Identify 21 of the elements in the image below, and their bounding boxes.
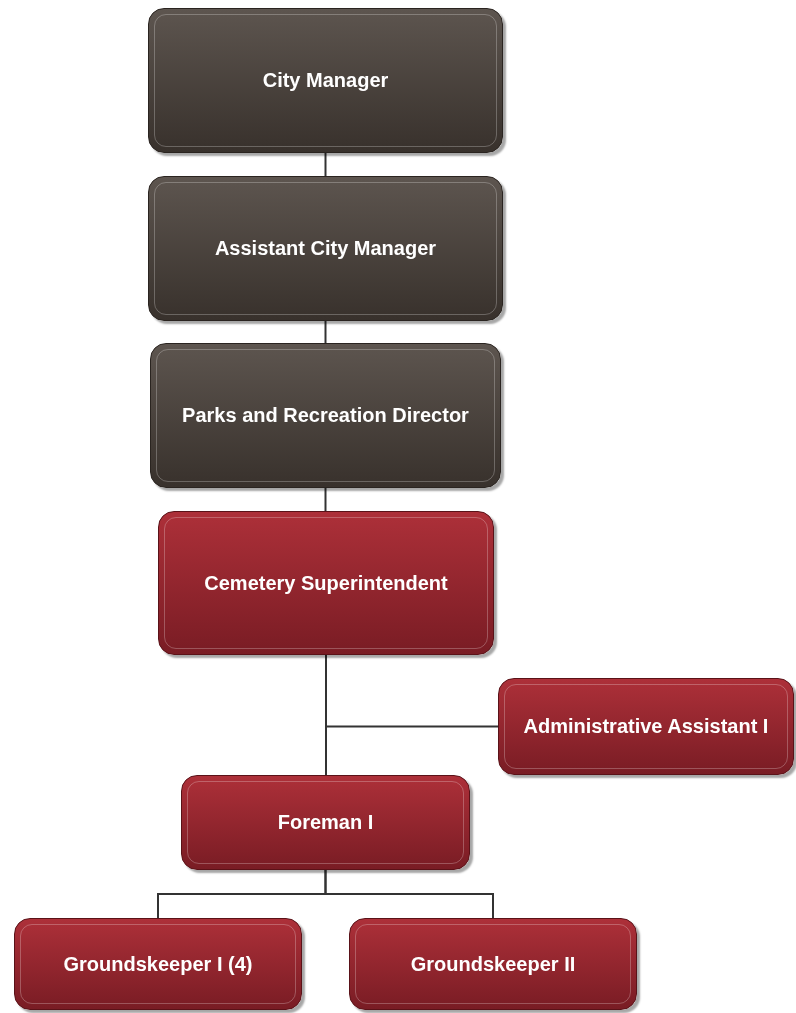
connector-line <box>324 152 327 177</box>
position-title: Foreman I <box>277 810 374 835</box>
org-chart-box <box>498 678 794 775</box>
position-title: City Manager <box>262 68 389 93</box>
position-title: Groundskeeper II <box>410 951 576 977</box>
position-title: Administrative Assistant I <box>523 714 769 739</box>
position-title: Cemetery Superintendent <box>204 570 448 596</box>
connector-line <box>324 487 327 512</box>
position-title: Groundskeeper I (4) <box>63 951 253 977</box>
org-chart-box <box>148 176 503 321</box>
connector-line <box>324 320 327 344</box>
org-chart-box <box>150 343 501 488</box>
connector-line <box>325 654 327 776</box>
org-chart-box <box>14 918 302 1010</box>
position-title: Parks and Recreation Director <box>182 403 469 428</box>
position-title: Assistant City Manager <box>214 236 437 261</box>
org-chart-box <box>158 511 494 655</box>
org-chart-box <box>148 8 503 153</box>
connector-line <box>324 869 494 919</box>
org-chart-box <box>349 918 637 1010</box>
org-chart-box <box>181 775 470 870</box>
